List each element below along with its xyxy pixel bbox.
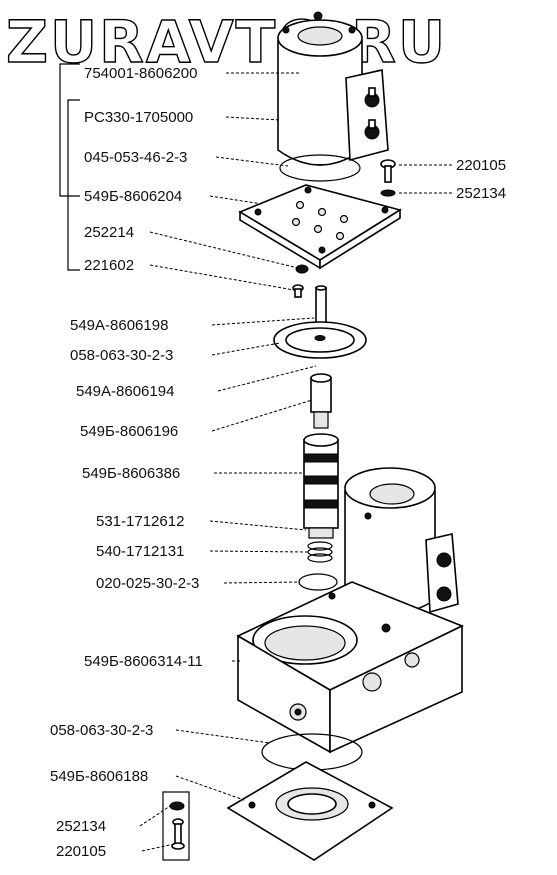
part-label-549a-8606198: 549А-8606198 (70, 317, 168, 334)
part-label-549b-8606204: 549Б-8606204 (84, 188, 182, 205)
part-label-252134-top: 252134 (456, 185, 506, 202)
part-label-549b-8606196: 549Б-8606196 (80, 423, 178, 440)
part-label-220105-bottom: 220105 (56, 843, 106, 860)
assembly-bracket (59, 63, 80, 271)
part-label-540-1712131: 540-1712131 (96, 543, 184, 560)
bottom-parts-illustration (162, 733, 394, 861)
leader-lines (139, 72, 452, 852)
part-label-549b-8606314-11: 549Б-8606314-11 (84, 653, 203, 670)
part-label-058-063-30-2-3-bottom: 058-063-30-2-3 (50, 722, 153, 739)
part-label-045-053-46-2-3: 045-053-46-2-3 (84, 149, 187, 166)
part-label-549b-8606188: 549Б-8606188 (50, 768, 148, 785)
watermark-text: ZURAVTO.RU (6, 8, 447, 76)
part-label-549b-8606386: 549Б-8606386 (82, 465, 180, 482)
part-label-020-025-30-2-3: 020-025-30-2-3 (96, 575, 199, 592)
part-label-221602: 221602 (84, 257, 134, 274)
part-label-220105-top: 220105 (456, 157, 506, 174)
part-label-531-1712612: 531-1712612 (96, 513, 184, 530)
top-solenoid-illustration (238, 11, 402, 298)
assembly-part-number-label: 754001-8606200 (84, 65, 197, 82)
part-label-252134-bottom: 252134 (56, 818, 106, 835)
part-label-pc330-1705000: PC330-1705000 (84, 109, 193, 126)
part-labels: 754001-8606200 PC330-1705000 045-053-46-… (50, 65, 506, 860)
part-label-252214: 252214 (84, 224, 134, 241)
part-label-058-063-30-2-3-top: 058-063-30-2-3 (70, 347, 173, 364)
part-label-549a-8606194: 549А-8606194 (76, 383, 174, 400)
housing-illustration (236, 467, 464, 754)
